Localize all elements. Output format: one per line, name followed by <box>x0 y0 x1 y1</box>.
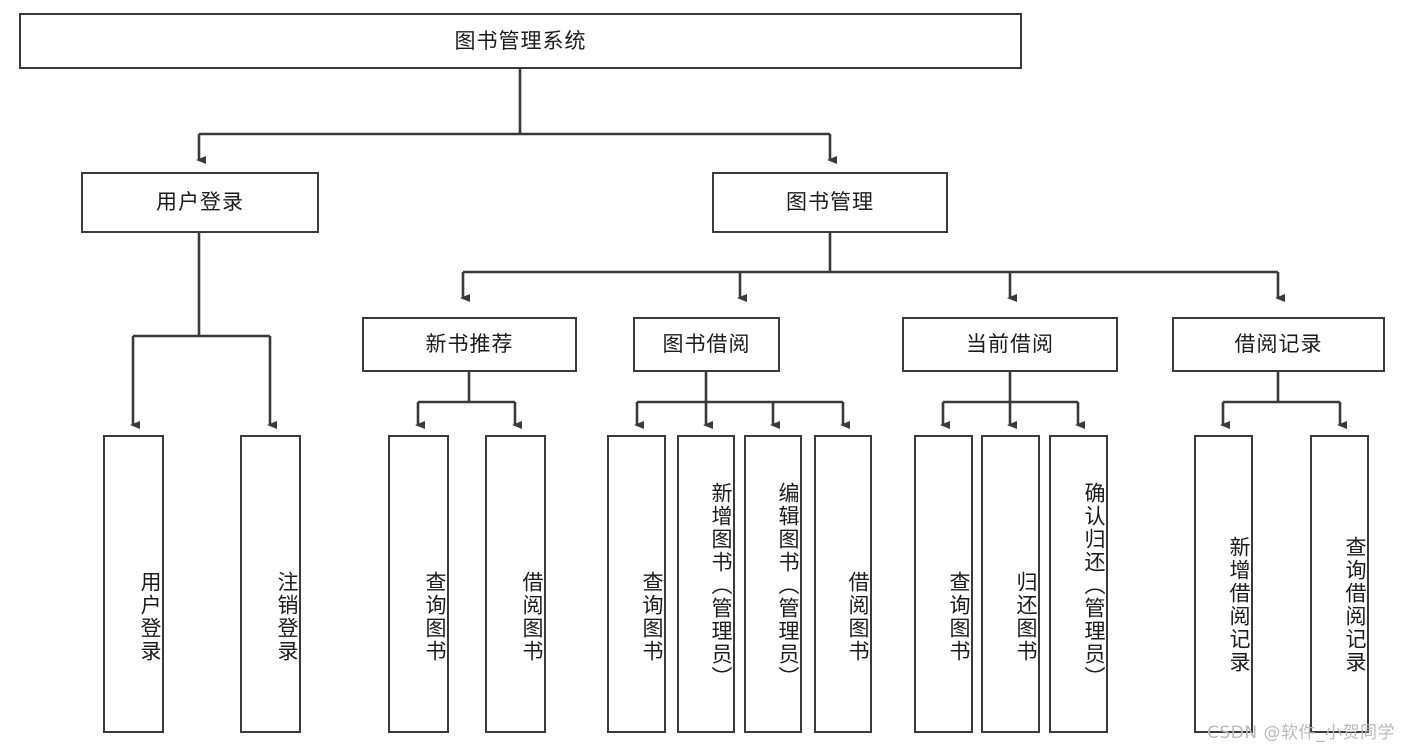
node-user-login[interactable]: 用户登录 <box>81 172 319 233</box>
node-label: 图书借阅 <box>662 332 751 357</box>
node-label: 查询借阅记录 <box>1343 536 1367 674</box>
node-label: 图书管理系统 <box>454 28 587 53</box>
node-leaf-query-book-borrow[interactable]: 查询图书 <box>607 435 666 733</box>
node-leaf-edit-book-admin[interactable]: 编辑图书（管理员） <box>744 435 802 733</box>
node-label: 借阅图书 <box>520 571 544 663</box>
node-label: 借阅记录 <box>1234 332 1323 357</box>
node-current-borrow[interactable]: 当前借阅 <box>902 317 1118 372</box>
node-leaf-return-book[interactable]: 归还图书 <box>981 435 1040 733</box>
node-label: 用户登录 <box>138 571 162 663</box>
node-book-management[interactable]: 图书管理 <box>712 172 948 233</box>
node-leaf-add-borrow-record[interactable]: 新增借阅记录 <box>1194 435 1253 733</box>
node-leaf-query-book-new[interactable]: 查询图书 <box>388 435 449 733</box>
node-leaf-borrow-book-new[interactable]: 借阅图书 <box>485 435 546 733</box>
node-label: 当前借阅 <box>966 332 1054 357</box>
node-label: 查询图书 <box>423 571 447 663</box>
node-leaf-logout[interactable]: 注销登录 <box>240 435 301 733</box>
node-leaf-user-login[interactable]: 用户登录 <box>103 435 164 733</box>
node-label: 新增图书（管理员） <box>709 481 733 689</box>
node-label: 借阅图书 <box>846 571 870 663</box>
node-label: 确认归还（管理员） <box>1082 481 1106 689</box>
node-leaf-query-borrow-record[interactable]: 查询借阅记录 <box>1310 435 1369 733</box>
node-label: 注销登录 <box>275 571 299 663</box>
node-leaf-add-book-admin[interactable]: 新增图书（管理员） <box>677 435 735 733</box>
node-leaf-borrow-book[interactable]: 借阅图书 <box>814 435 872 733</box>
node-label: 新书推荐 <box>425 332 514 357</box>
node-borrow-record[interactable]: 借阅记录 <box>1172 317 1385 372</box>
node-leaf-query-book-current[interactable]: 查询图书 <box>914 435 973 733</box>
csdn-watermark: CSDN @软件_小贺同学 <box>1207 723 1395 743</box>
node-label: 查询图书 <box>947 571 971 663</box>
node-new-book-recommend[interactable]: 新书推荐 <box>362 317 577 372</box>
node-book-borrow[interactable]: 图书借阅 <box>633 317 780 372</box>
node-root-system[interactable]: 图书管理系统 <box>19 13 1022 69</box>
node-label: 归还图书 <box>1014 571 1038 663</box>
node-leaf-confirm-return-admin[interactable]: 确认归还（管理员） <box>1049 435 1108 733</box>
node-label: 用户登录 <box>156 190 244 215</box>
node-label: 编辑图书（管理员） <box>776 481 800 689</box>
node-label: 新增借阅记录 <box>1227 536 1251 674</box>
node-label: 图书管理 <box>786 190 874 215</box>
node-label: 查询图书 <box>640 571 664 663</box>
